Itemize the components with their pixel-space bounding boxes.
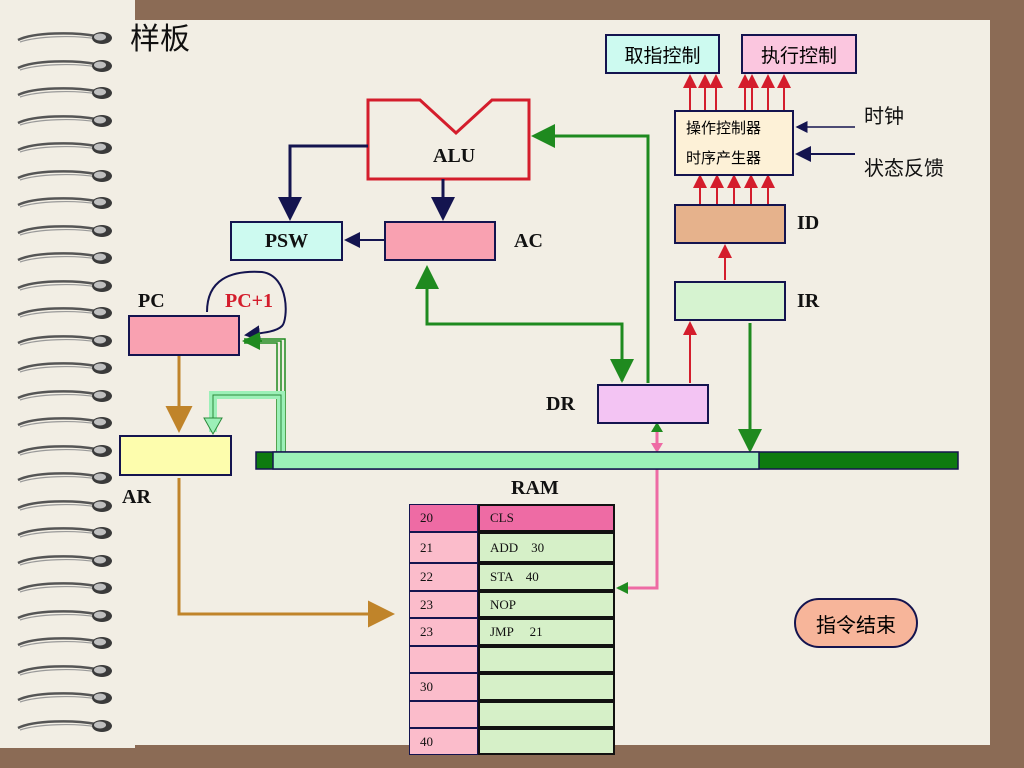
alu-label: ALU	[433, 145, 476, 167]
ram-address-cell	[409, 701, 478, 728]
psw-register: PSW	[230, 221, 343, 261]
ram-content-cell	[478, 646, 615, 673]
psw-label: PSW	[264, 229, 309, 252]
spiral-ring	[14, 525, 112, 541]
spiral-ring	[14, 718, 112, 734]
ram-content-cell	[478, 728, 615, 755]
ram-title: RAM	[511, 477, 559, 499]
ram-address-cell: 22	[409, 563, 478, 591]
spiral-ring	[14, 223, 112, 239]
instruction-end-label: 指令结束	[816, 612, 896, 637]
fetch-control-label: 取指控制	[624, 44, 701, 67]
spiral-ring	[14, 333, 112, 349]
ram-content-cell: STA 40	[478, 563, 615, 591]
id-register	[674, 204, 786, 244]
ram-address-cell: 40	[409, 728, 478, 755]
pc-increment-label: PC+1	[225, 290, 274, 312]
slide-title: 样板	[130, 22, 190, 57]
ar-label: AR	[122, 486, 151, 508]
ram-address-cell: 23	[409, 618, 478, 646]
ir-register	[674, 281, 786, 321]
ram-address-cell: 20	[409, 504, 478, 532]
ram-content-cell: CLS	[478, 504, 615, 532]
ram-address-cell: 30	[409, 673, 478, 701]
ram-content-cell	[478, 673, 615, 701]
ram-address-cell: 21	[409, 532, 478, 563]
fetch-control-box: 取指控制	[605, 34, 720, 74]
ir-label: IR	[797, 290, 820, 312]
controller-line2: 时序产生器	[686, 149, 762, 167]
spiral-ring	[14, 360, 112, 376]
controller-box: 操作控制器 时序产生器	[674, 110, 794, 176]
spiral-ring	[14, 498, 112, 514]
spiral-ring	[14, 580, 112, 596]
exec-control-box: 执行控制	[741, 34, 857, 74]
ac-register	[384, 221, 496, 261]
ram-content-cell: JMP 21	[478, 618, 615, 646]
spiral-ring	[14, 58, 112, 74]
spiral-ring	[14, 415, 112, 431]
controller-line1: 操作控制器	[686, 119, 762, 137]
ram-content-cell	[478, 701, 615, 728]
dr-label: DR	[546, 393, 575, 415]
alu-shape	[366, 98, 531, 181]
spiral-ring	[14, 690, 112, 706]
ram-address-cell	[409, 646, 478, 673]
feedback-label: 状态反馈	[864, 156, 944, 180]
spiral-ring	[14, 470, 112, 486]
pc-label: PC	[138, 290, 165, 312]
spiral-ring	[14, 553, 112, 569]
ar-register	[119, 435, 232, 476]
spiral-ring	[14, 30, 112, 46]
spiral-ring	[14, 140, 112, 156]
spiral-ring	[14, 443, 112, 459]
spiral-ring	[14, 85, 112, 101]
spiral-ring	[14, 388, 112, 404]
spiral-ring	[14, 113, 112, 129]
spiral-ring	[14, 195, 112, 211]
spiral-ring	[14, 635, 112, 651]
ram-address-cell: 23	[409, 591, 478, 618]
id-label: ID	[797, 212, 820, 234]
ac-label: AC	[514, 230, 543, 252]
clock-label: 时钟	[864, 104, 904, 128]
pc-register	[128, 315, 240, 356]
data-bus-light	[272, 451, 760, 470]
spiral-ring	[14, 305, 112, 321]
spiral-ring	[14, 278, 112, 294]
spiral-ring	[14, 663, 112, 679]
instruction-end-button[interactable]: 指令结束	[794, 598, 918, 648]
ram-content-cell: NOP	[478, 591, 615, 618]
dr-register	[597, 384, 709, 424]
spiral-ring	[14, 168, 112, 184]
ram-content-cell: ADD 30	[478, 532, 615, 563]
spiral-ring	[14, 608, 112, 624]
exec-control-label: 执行控制	[760, 44, 837, 67]
spiral-ring	[14, 250, 112, 266]
